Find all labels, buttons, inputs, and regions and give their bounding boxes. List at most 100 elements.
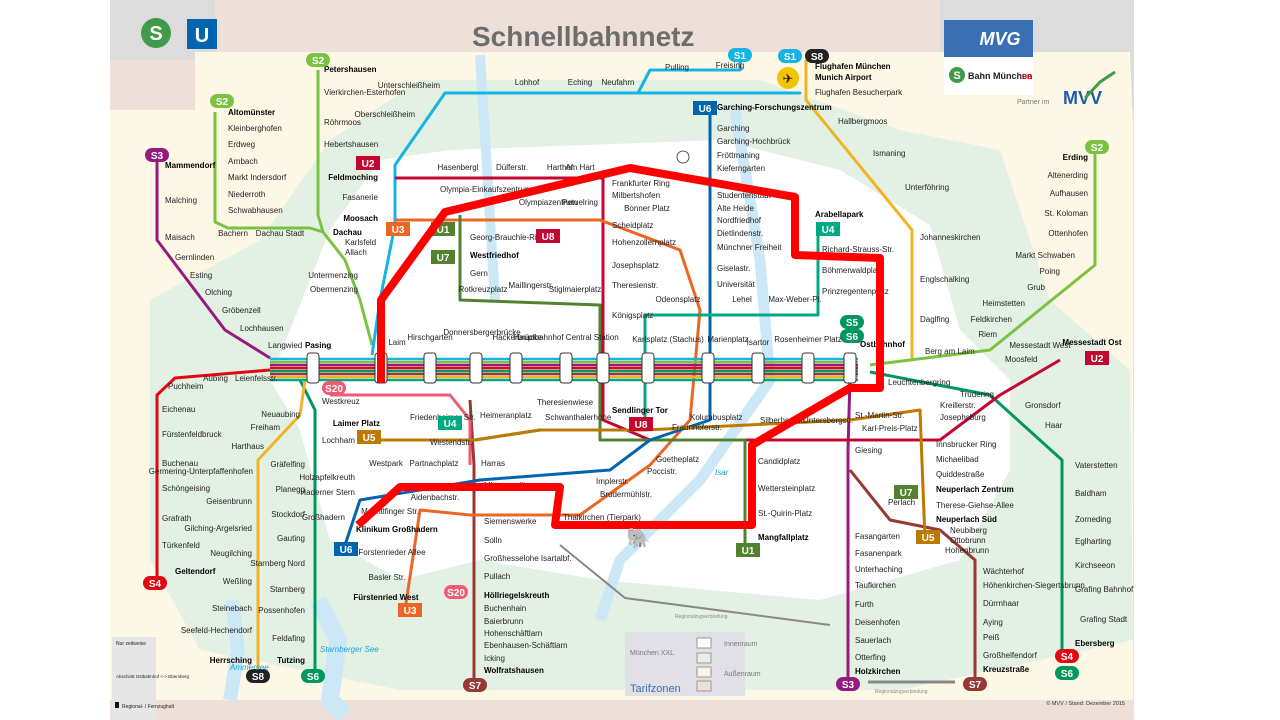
trunk-station-marker[interactable]: [701, 352, 715, 384]
line-badge-s2[interactable]: S2: [1085, 140, 1109, 154]
station-label[interactable]: Mammendorf: [165, 161, 216, 170]
station-label[interactable]: Westkreuz: [322, 397, 360, 406]
station-label[interactable]: Allach: [345, 248, 367, 257]
station-label[interactable]: Flughafen Besucherpark: [815, 88, 903, 97]
station-label[interactable]: Neuaubing: [261, 410, 300, 419]
station-label[interactable]: Unterhaching: [855, 565, 903, 574]
trunk-station-marker[interactable]: [801, 352, 815, 384]
station-label[interactable]: Hohenzollernplatz: [612, 238, 676, 247]
station-label[interactable]: Hasenbergl: [438, 163, 479, 172]
line-badge-s4[interactable]: S4: [1055, 649, 1079, 663]
station-label[interactable]: Laim: [388, 338, 406, 347]
station-label[interactable]: Siemenswerke: [484, 517, 537, 526]
station-label[interactable]: Odeonsplatz: [656, 295, 701, 304]
station-label[interactable]: Trudering: [960, 390, 994, 399]
station-label[interactable]: Großhesselohe Isartalbf.: [484, 554, 572, 563]
line-badge-u7[interactable]: U7: [431, 250, 455, 264]
station-label[interactable]: Lochham: [322, 436, 355, 445]
station-label[interactable]: Donnersbergerbrücke: [443, 328, 521, 337]
station-label[interactable]: Arabellapark: [815, 210, 864, 219]
station-label[interactable]: Brudermühlstr.: [600, 490, 652, 499]
station-label[interactable]: Messestadt West: [1009, 341, 1071, 350]
station-label[interactable]: Erding: [1063, 153, 1088, 162]
station-label[interactable]: Isartor: [747, 338, 770, 347]
line-badge-u2[interactable]: U2: [356, 156, 380, 170]
line-badge-u8[interactable]: U8: [536, 229, 560, 243]
station-label[interactable]: Michaelibad: [936, 455, 979, 464]
station-label[interactable]: Laimer Platz: [333, 419, 380, 428]
station-label[interactable]: Leuchtenbergring: [888, 378, 950, 387]
station-label[interactable]: Markt Schwaben: [1015, 251, 1075, 260]
station-label[interactable]: Esting: [190, 271, 212, 280]
station-label[interactable]: Maisach: [165, 233, 195, 242]
line-badge-s2[interactable]: S2: [210, 94, 234, 108]
station-label[interactable]: Petershausen: [324, 65, 377, 74]
station-label[interactable]: Deisenhofen: [855, 618, 900, 627]
station-label[interactable]: Stiglmaierplatz: [549, 285, 601, 294]
station-label[interactable]: Georg-Brauchle-Ring: [470, 233, 546, 242]
station-label[interactable]: Hirschgarten: [407, 333, 452, 342]
station-label[interactable]: Garching: [717, 124, 749, 133]
station-label[interactable]: Dietlindenstr.: [717, 229, 763, 238]
station-label[interactable]: Neuperlach Süd: [936, 515, 997, 524]
station-label[interactable]: Olympiazentrum: [519, 198, 578, 207]
station-label[interactable]: Planegg: [276, 485, 305, 494]
line-badge-u6[interactable]: U6: [693, 101, 717, 115]
line-badge-s6[interactable]: S6: [301, 669, 325, 683]
station-label[interactable]: Marienplatz: [707, 335, 748, 344]
station-label[interactable]: Dachau Stadt: [256, 229, 305, 238]
station-label[interactable]: Malching: [165, 196, 197, 205]
station-label[interactable]: Hallbergmoos: [838, 117, 887, 126]
station-label[interactable]: Holzkirchen: [855, 667, 900, 676]
line-badge-u7[interactable]: U7: [894, 485, 918, 499]
line-badge-u8[interactable]: U8: [629, 417, 653, 431]
station-label[interactable]: Obermenzing: [310, 285, 358, 294]
station-label[interactable]: Taufkirchen: [855, 581, 896, 590]
station-label[interactable]: Possenhofen: [258, 606, 305, 615]
station-label[interactable]: Garching-Hochbrück: [717, 137, 791, 146]
station-label[interactable]: Münchner Freiheit: [717, 243, 782, 252]
line-badge-s7[interactable]: S7: [963, 677, 987, 691]
station-label[interactable]: Hauptbahnhof Central Station: [513, 333, 618, 342]
station-label[interactable]: Goetheplatz: [656, 455, 699, 464]
station-label[interactable]: Milbertshofen: [612, 191, 660, 200]
station-label[interactable]: Peiß: [983, 633, 1000, 642]
station-label[interactable]: Ebenhausen-Schäftlarn: [484, 641, 568, 650]
station-label[interactable]: Theresienwiese: [537, 398, 594, 407]
station-label[interactable]: Vaterstetten: [1075, 461, 1118, 470]
station-label[interactable]: Höllriegelskreuth: [484, 591, 549, 600]
station-label[interactable]: Weßling: [223, 577, 252, 586]
station-label[interactable]: Berg am Laim: [925, 347, 975, 356]
station-label[interactable]: Karl-Preis-Platz: [862, 424, 918, 433]
station-label[interactable]: Furth: [855, 600, 874, 609]
station-label[interactable]: Kolumbusplatz: [690, 413, 742, 422]
station-label[interactable]: Daglfing: [920, 315, 949, 324]
station-label[interactable]: Partnachplatz: [410, 459, 459, 468]
station-label[interactable]: Großhadern: [302, 513, 345, 522]
station-label[interactable]: Basler Str.: [369, 573, 406, 582]
station-label[interactable]: Innsbrucker Ring: [936, 440, 996, 449]
station-label[interactable]: Herrsching: [210, 656, 252, 665]
line-badge-s5[interactable]: S5: [840, 315, 864, 329]
station-label[interactable]: Bonner Platz: [624, 204, 670, 213]
station-label[interactable]: Aufhausen: [1050, 189, 1088, 198]
station-label[interactable]: Königsplatz: [612, 311, 653, 320]
station-label[interactable]: St.-Martin-Str.: [855, 411, 904, 420]
station-label[interactable]: Steinebach: [212, 604, 252, 613]
station-label[interactable]: Seefeld-Hechendorf: [181, 626, 253, 635]
station-label[interactable]: Geisenbrunn: [206, 497, 252, 506]
station-label[interactable]: Dachau: [333, 228, 362, 237]
station-label[interactable]: Gronsdorf: [1025, 401, 1061, 410]
station-label[interactable]: Josephsburg: [940, 413, 986, 422]
station-label[interactable]: Markt Indersdorf: [228, 173, 287, 182]
station-label[interactable]: Unterföhring: [905, 183, 949, 192]
station-label[interactable]: Langwied: [268, 341, 302, 350]
station-label[interactable]: Pullach: [484, 572, 510, 581]
station-label[interactable]: Am Hart: [565, 163, 595, 172]
station-label[interactable]: Sendlinger Tor: [612, 406, 668, 415]
station-label[interactable]: Puchheim: [168, 382, 204, 391]
station-label[interactable]: Haderner Stern: [300, 488, 355, 497]
line-badge-s7[interactable]: S7: [463, 678, 487, 692]
trunk-station-marker[interactable]: [559, 352, 573, 384]
station-label[interactable]: Leienfelsstr.: [235, 374, 278, 383]
